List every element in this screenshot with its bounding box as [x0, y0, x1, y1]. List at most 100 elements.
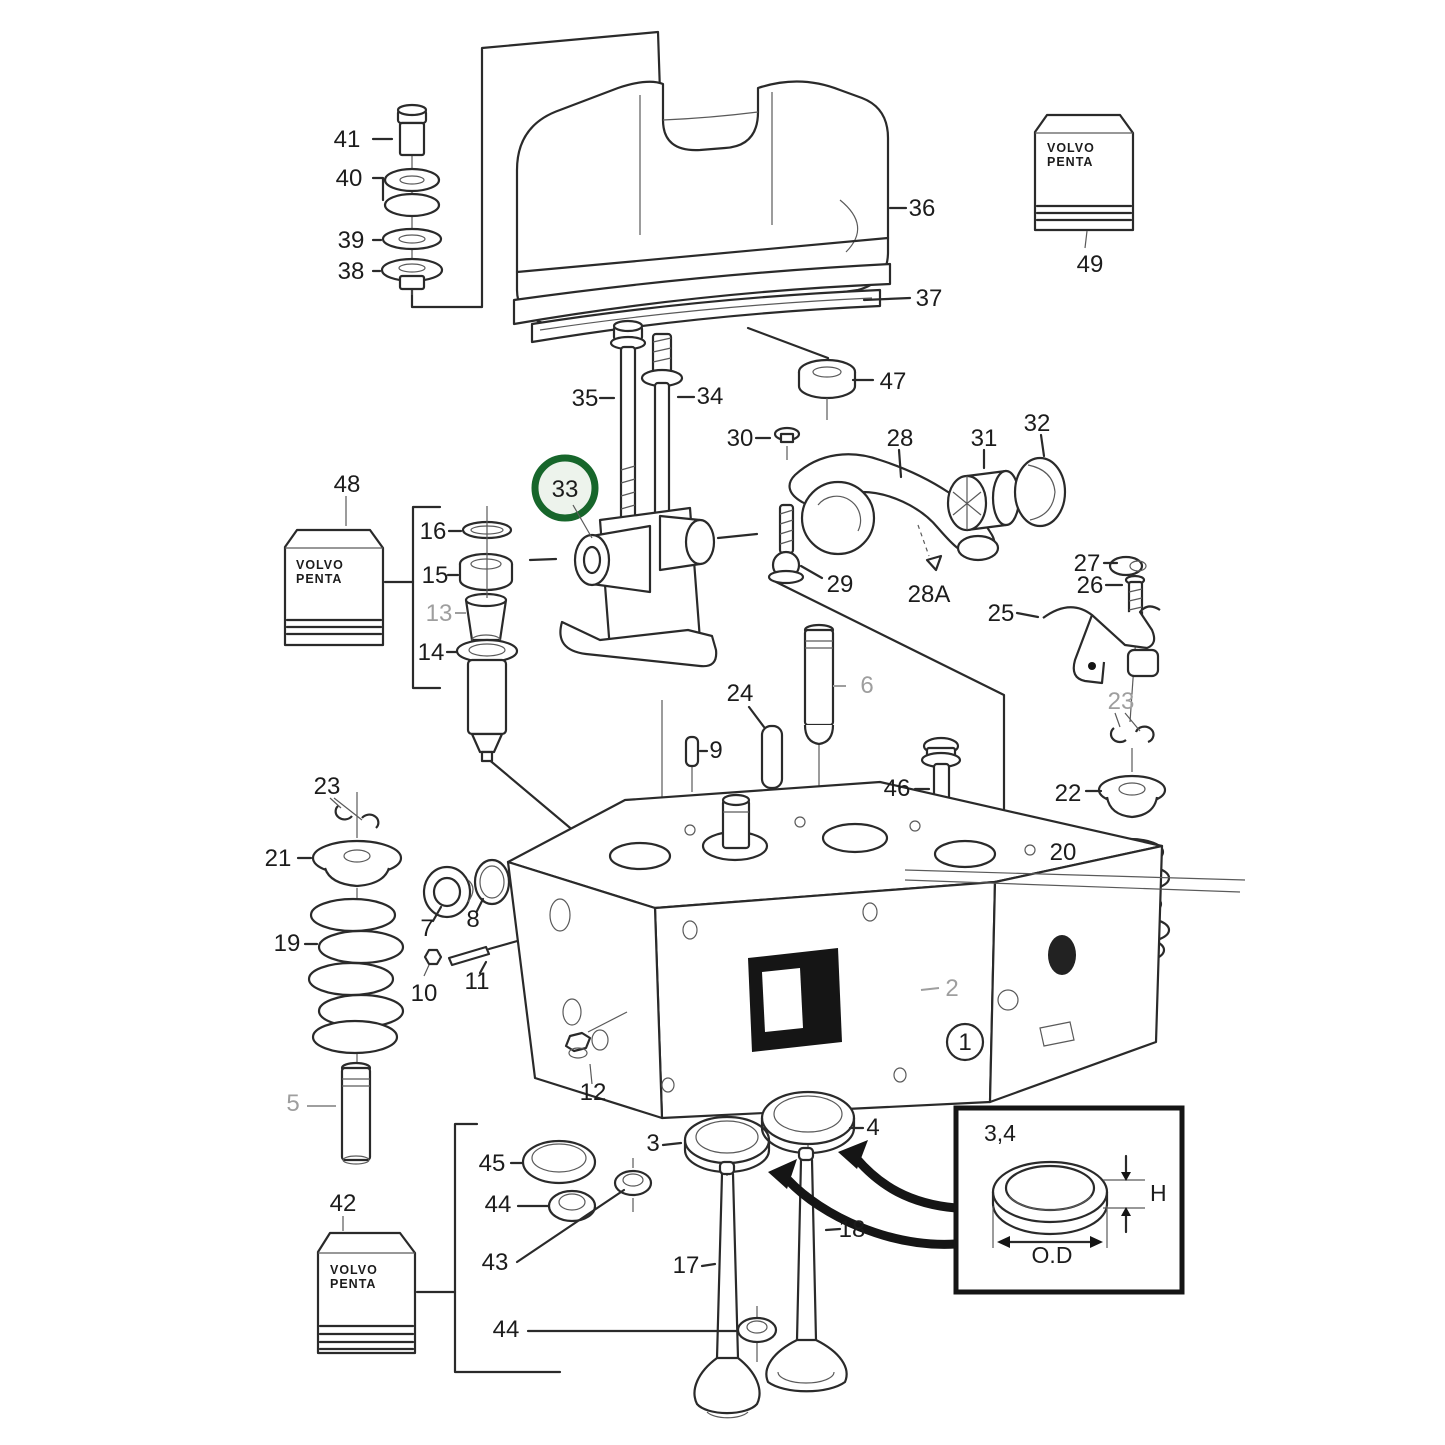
part-6-valve-guide [803, 623, 835, 746]
callout-23-right: 23 [1108, 688, 1135, 715]
callout-11: 11 [465, 968, 490, 995]
part-40-washers [383, 167, 441, 218]
part-42-kit-box: VOLVO PENTA [316, 1216, 417, 1355]
callout-44-lower: 44 [493, 1316, 520, 1343]
callout-15: 15 [422, 562, 449, 589]
highlight-circle-33 [531, 454, 599, 539]
callout-31: 31 [971, 425, 998, 452]
brand-penta-49: PENTA [1047, 155, 1093, 169]
part-7-cup-plug [422, 865, 474, 919]
part-25-rocker-bracket [1042, 605, 1161, 685]
part-36-valve-cover [512, 80, 892, 329]
callout-36: 36 [909, 195, 936, 222]
callout-28a: 28A [908, 581, 951, 608]
inset-pointer-arrows [768, 1140, 957, 1249]
callout-6: 6 [860, 672, 873, 699]
brand-penta-42: PENTA [330, 1277, 376, 1291]
part-38-seal-washer [380, 257, 444, 291]
part-11-dowel-pin [447, 945, 491, 967]
brand-volvo-48: VOLVO [296, 558, 344, 572]
callout-21: 21 [265, 845, 292, 872]
part-49-gasket-kit-box: VOLVO PENTA [1033, 113, 1135, 249]
part-12-plug-bolt [564, 1011, 628, 1085]
part-4-valve-seat [760, 1090, 856, 1155]
callout-22: 22 [1055, 780, 1082, 807]
part-31-bushing [946, 469, 1021, 532]
brand-penta-48: PENTA [296, 572, 342, 586]
callout-23-left: 23 [314, 773, 341, 800]
callout-38: 38 [338, 258, 365, 285]
brand-volvo-42: VOLVO [330, 1263, 378, 1277]
part-17-valve [693, 1160, 761, 1419]
part-44-seal-lower [736, 1316, 778, 1344]
callout-5: 5 [286, 1090, 299, 1117]
part-9-pin [684, 735, 700, 768]
part-23-keepers-right [1109, 712, 1155, 744]
part-8-ring [473, 858, 511, 906]
part-28-rocker-arm [788, 453, 1000, 562]
callout-18: 18 [839, 1216, 866, 1243]
callout-41: 41 [334, 126, 361, 153]
callout-45: 45 [479, 1150, 506, 1177]
part-23-keepers-left [329, 797, 380, 829]
part-48-kit-box: VOLVO PENTA [283, 496, 385, 647]
part-44-seal-upper [547, 1189, 597, 1223]
callout-7: 7 [420, 915, 433, 942]
callout-19: 19 [274, 930, 301, 957]
callout-25: 25 [988, 600, 1015, 627]
part-28a-wedge [917, 524, 943, 572]
part-29-ball-stud [767, 503, 805, 585]
part-45-seal-ring [521, 1139, 597, 1185]
brand-volvo-49: VOLVO [1047, 141, 1095, 155]
part-2-cylinder-head [506, 780, 1246, 1120]
callout-46: 46 [884, 775, 911, 802]
callout-labels: 41 40 39 38 36 37 47 49 35 34 30 28 31 3… [265, 126, 1135, 1343]
callout-24: 24 [727, 680, 754, 707]
callout-42: 42 [330, 1190, 357, 1217]
callout-30: 30 [727, 425, 754, 452]
callout-49: 49 [1077, 251, 1104, 278]
part-30-adjust-nut [773, 426, 801, 460]
callout-39: 39 [338, 227, 365, 254]
part-10-plug-screw [423, 948, 443, 977]
callout-33-highlighted: 33 [552, 476, 579, 503]
part-24-pushrod-cup [760, 724, 784, 790]
part-47-cap-nut [797, 358, 857, 420]
callout-4: 4 [866, 1114, 879, 1141]
callout-32: 32 [1024, 410, 1051, 437]
part-14-washer [455, 638, 519, 664]
callout-40: 40 [336, 165, 363, 192]
part-33-rocker-pedestal [559, 506, 718, 668]
callout-1: 1 [958, 1029, 971, 1056]
callout-16: 16 [420, 518, 447, 545]
callout-17: 17 [673, 1252, 700, 1279]
part-injector-body [466, 506, 508, 763]
assembly-ref-1 [945, 1022, 985, 1062]
callout-29: 29 [827, 571, 854, 598]
callout-26: 26 [1077, 572, 1104, 599]
part-27-clip [1108, 555, 1147, 577]
part-15-seal-ring [458, 552, 514, 592]
callout-44-upper: 44 [485, 1191, 512, 1218]
callout-13: 13 [426, 600, 453, 627]
inset-detail-box: 3,4 H O.D [953, 1105, 1185, 1295]
callout-27: 27 [1074, 550, 1101, 577]
callout-2: 2 [945, 975, 958, 1002]
callout-34: 34 [697, 383, 724, 410]
part-21-spring-retainer [311, 839, 403, 888]
part-5-valve-guide [340, 1061, 372, 1165]
part-39-washer [381, 227, 443, 251]
callout-47: 47 [880, 368, 907, 395]
part-19-valve-spring [307, 897, 405, 1055]
callout-48: 48 [334, 471, 361, 498]
callout-10: 10 [411, 980, 438, 1007]
callout-37: 37 [916, 285, 943, 312]
callout-20: 20 [1050, 839, 1077, 866]
part-18-valve [765, 1146, 848, 1393]
inset-panel-label: 3,4 [984, 1120, 1016, 1146]
callout-14: 14 [418, 639, 445, 666]
part-22-spring-retainer [1097, 774, 1167, 819]
callout-28: 28 [887, 425, 914, 452]
